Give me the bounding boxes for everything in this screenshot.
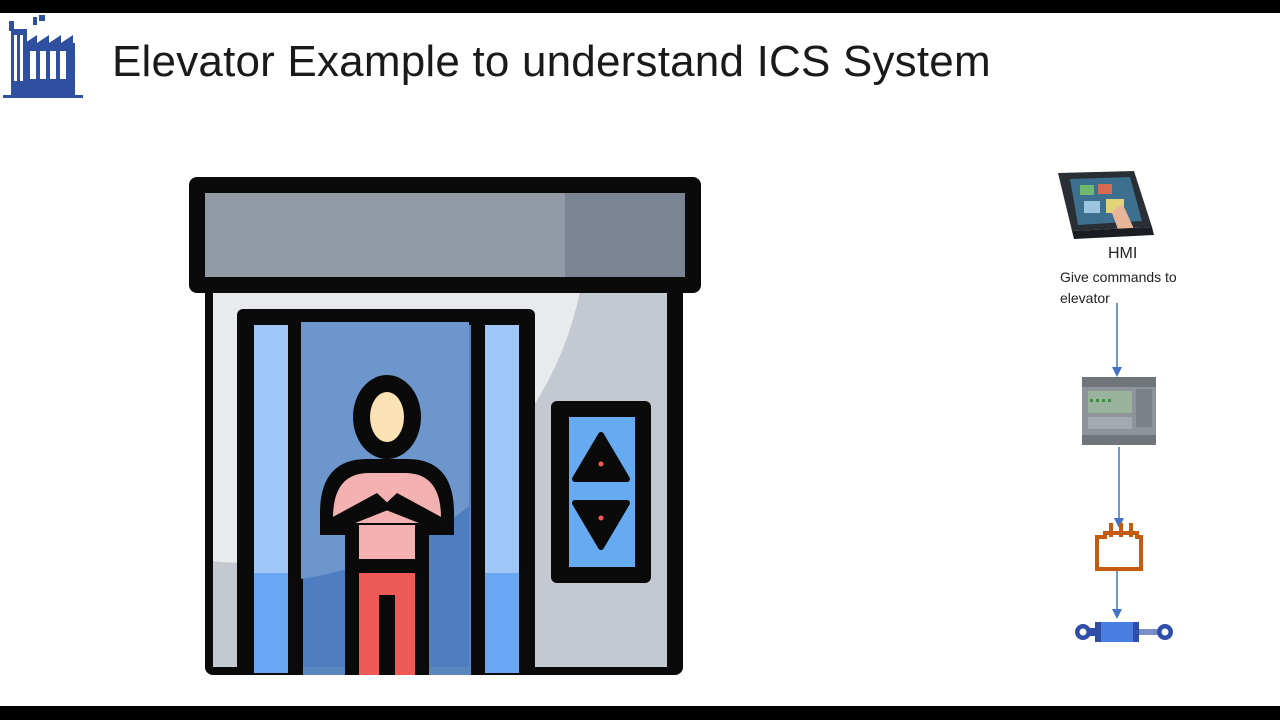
- arrow-plc-to-actuator: [1114, 447, 1124, 528]
- factory-logo-icon: [3, 15, 83, 98]
- arrow-hmi-to-plc: [1112, 303, 1122, 377]
- hmi-touchscreen-icon: [1058, 171, 1154, 239]
- elevator-person-icon: [189, 177, 701, 675]
- hmi-description: Give commands to elevator: [1060, 269, 1177, 306]
- hydraulic-cylinder-icon: [1075, 622, 1173, 642]
- hmi-label: HMI: [1108, 245, 1138, 262]
- actuator-icon: [1095, 523, 1143, 571]
- slide-title: Elevator Example to understand ICS Syste…: [112, 37, 991, 86]
- slide: Elevator Example to understand ICS Syste…: [0, 13, 1280, 706]
- arrow-actuator-to-cylinder: [1112, 571, 1122, 619]
- plc-controller-icon: [1082, 377, 1156, 445]
